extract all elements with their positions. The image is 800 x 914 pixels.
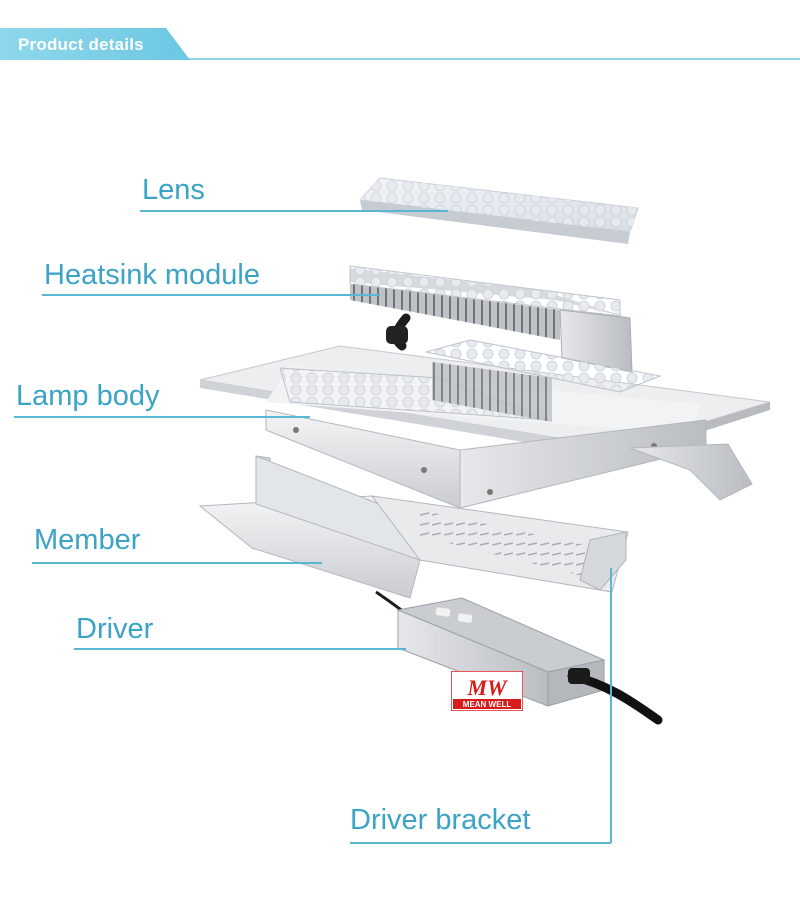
leader-member: [32, 562, 322, 564]
header-tab-shape: [0, 28, 190, 60]
label-driver-bracket: Driver bracket: [350, 804, 531, 836]
label-lamp-body: Lamp body: [16, 380, 160, 412]
label-driver: Driver: [76, 613, 154, 645]
heatsink-part: [349, 265, 633, 373]
leader-lens: [140, 210, 448, 212]
leader-heatsink: [42, 294, 380, 296]
label-member: Member: [34, 524, 141, 556]
svg-text:MW: MW: [466, 675, 508, 700]
leader-driver: [74, 648, 406, 650]
leader-lamp-body: [14, 416, 310, 418]
header-underline: [170, 58, 800, 60]
mean-well-logo: MW MEAN WELL: [451, 671, 523, 711]
label-heatsink-module: Heatsink module: [44, 259, 260, 291]
section-title: Product details: [18, 35, 144, 54]
svg-text:MEAN WELL: MEAN WELL: [463, 700, 512, 709]
member-part: [198, 455, 629, 599]
label-lens: Lens: [142, 174, 205, 206]
lamp-body-part: [199, 339, 771, 509]
